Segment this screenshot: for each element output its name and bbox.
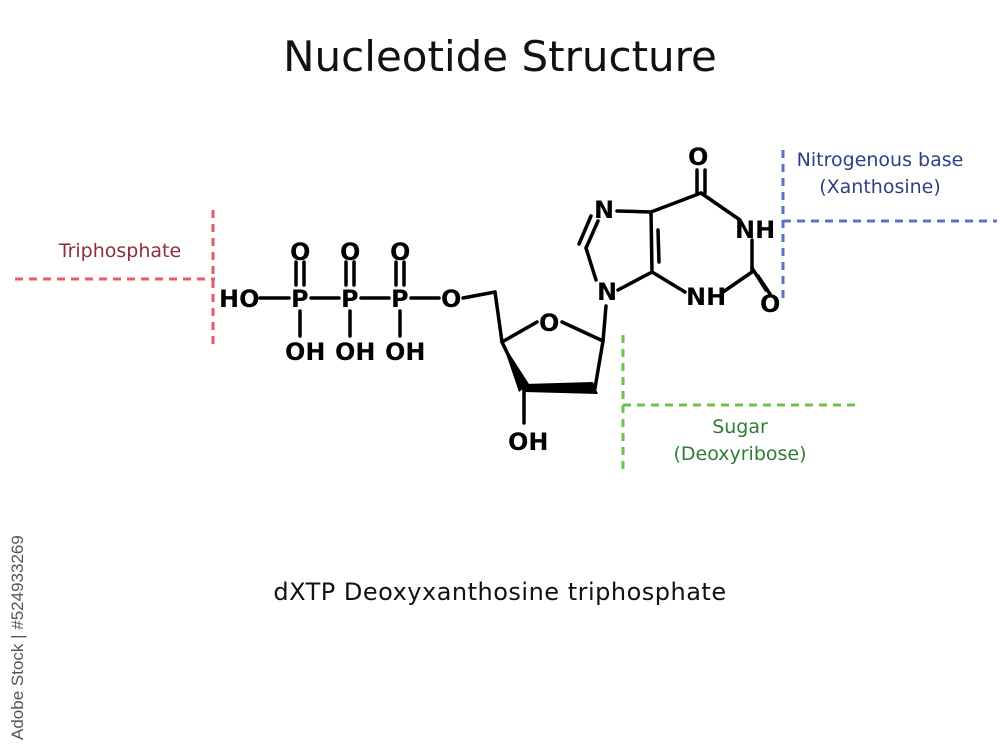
nitrogenous-base-label: Nitrogenous base (Xanthosine)	[780, 147, 980, 201]
bonds	[258, 168, 772, 425]
nitrogenous-base-label-line2: (Xanthosine)	[819, 176, 941, 198]
atom-n7: N	[594, 196, 614, 224]
atom-o-right: O	[760, 290, 780, 318]
watermark: Adobe Stock | #524933269	[8, 535, 27, 740]
atom-nh3: NH	[686, 283, 726, 311]
caption: dXTP Deoxyxanthosine triphosphate	[273, 578, 727, 606]
atom-n9: N	[597, 278, 617, 306]
atom-p3: P	[391, 285, 409, 313]
atom-oh-p1: OH	[285, 338, 326, 366]
atom-o-ester: O	[441, 285, 461, 313]
sugar-bracket	[621, 335, 860, 475]
triphosphate-bracket	[15, 210, 215, 350]
sugar-label: Sugar (Deoxyribose)	[640, 414, 840, 468]
page-title: Nucleotide Structure	[283, 32, 717, 81]
atom-p1: P	[291, 285, 309, 313]
atom-nh1: NH	[735, 216, 775, 244]
atom-oh-p2: OH	[335, 338, 376, 366]
sugar-label-line1: Sugar	[712, 416, 768, 438]
triphosphate-label: Triphosphate	[35, 238, 205, 265]
atom-o-ring: O	[539, 309, 559, 337]
atom-ho: HO	[219, 285, 260, 313]
triphosphate-label-text: Triphosphate	[58, 240, 182, 262]
atom-o-top: O	[688, 143, 708, 171]
atom-p2: P	[341, 285, 359, 313]
nitrogenous-base-bracket	[781, 150, 997, 298]
atom-oh-sugar: OH	[508, 428, 549, 456]
wedge-bond-c2	[524, 382, 598, 394]
wedge-bond-c3	[502, 342, 529, 392]
atom-o-p1: O	[290, 238, 310, 266]
nitrogenous-base-label-line1: Nitrogenous base	[796, 149, 964, 171]
atom-oh-p3: OH	[385, 338, 426, 366]
atom-o-p2: O	[340, 238, 360, 266]
sugar-label-line2: (Deoxyribose)	[673, 443, 807, 465]
atom-o-p3: O	[390, 238, 410, 266]
